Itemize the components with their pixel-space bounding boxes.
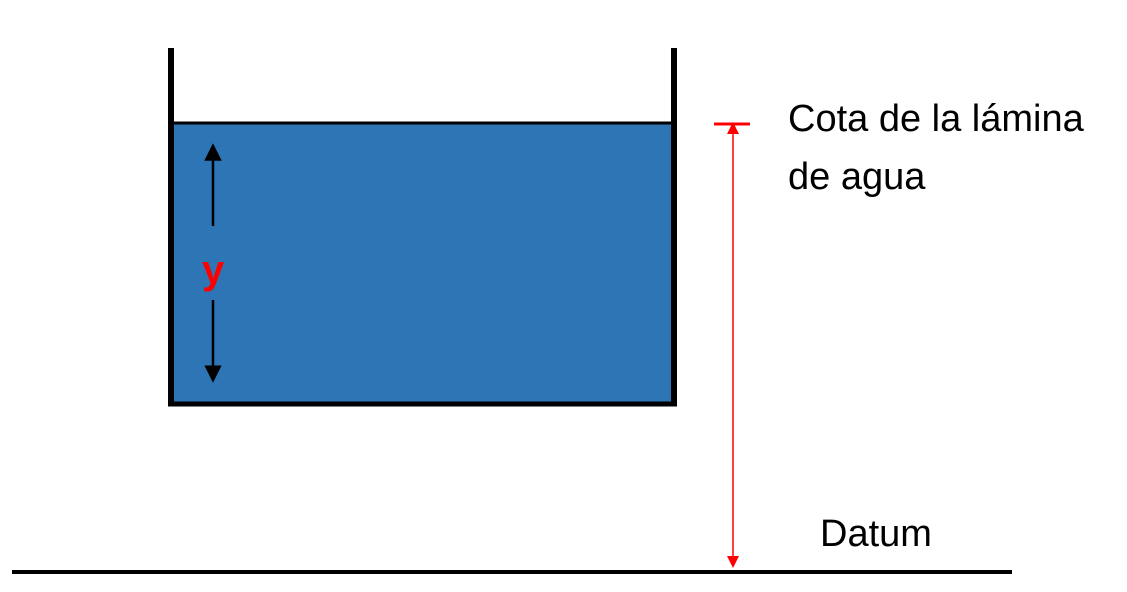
water-level-label-line1: Cota de la lámina bbox=[788, 98, 1084, 140]
water-level-label-line2: de agua bbox=[788, 156, 926, 198]
datum-label: Datum bbox=[820, 513, 932, 555]
depth-symbol-label: y bbox=[202, 248, 225, 292]
water-body bbox=[172, 122, 673, 404]
